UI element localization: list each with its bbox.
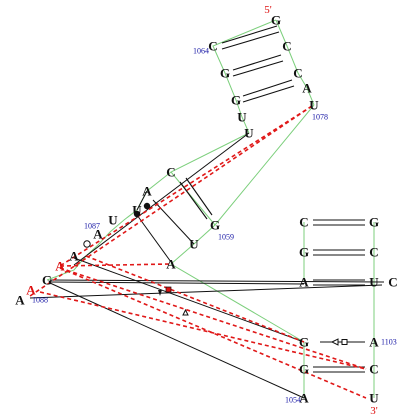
backbone-lines [46,19,375,398]
nucleotide-a: A [299,275,309,290]
interaction-symbols [83,202,348,346]
open-triangle-symbol [330,338,339,346]
residue-number: 1103 [381,338,397,347]
nucleotide-c: C [369,245,378,260]
residue-number: 1088 [32,296,48,305]
nucleotide-a: A [69,249,79,264]
nucleotide-c: C [208,39,217,54]
highlight-a-nucleotide: A [55,259,65,274]
nucleotide-a: A [299,391,309,406]
nucleotide-c: C [166,165,175,180]
nucleotide-g: G [220,66,230,81]
nucleotide-c: C [293,66,302,81]
nucleotide-u: U [132,203,142,218]
three-prime-label: 3' [370,405,378,417]
nucleotide-g: G [231,93,241,108]
nucleotides: G C C G C G G A U U U C A U U G U A A A … [15,13,397,406]
nucleotide-u: A [93,227,103,242]
nucleotide-u: U [237,110,247,125]
nucleotide-u: U [369,391,379,406]
nucleotide-c: C [282,39,291,54]
residue-numbers: 1064 1078 1087 1059 1088 1103 1054 [32,47,397,405]
filled-circle-symbol [133,210,141,218]
nucleotide-u: U [309,98,319,113]
residue-number: 1087 [84,222,100,231]
nucleotide-g: G [299,245,309,260]
nucleotide-a: A [302,81,312,96]
tertiary-dashed-lines [29,105,367,399]
highlight-a-nucleotide: A [26,283,36,298]
nucleotide-u: U [189,237,199,252]
open-triangle-symbol [182,308,189,316]
nucleotide-g: G [299,362,309,377]
nucleotide-g: G [271,13,281,28]
nucleotide-g: G [369,215,379,230]
open-circle-symbol [83,240,91,248]
nucleotide-u: U [244,126,254,141]
nucleotide-u: U [369,275,379,290]
nucleotide-c: C [388,275,397,290]
nucleotide-g: G [42,273,52,288]
residue-number: 1059 [218,233,234,242]
filled-circle-symbol [143,202,151,210]
open-square-symbol [341,339,348,345]
nucleotide-c: C [369,362,378,377]
highlighted-nucleotides: A A [26,259,65,298]
nucleotide-g: G [210,218,220,233]
base-pair-lines [179,25,365,373]
residue-number: 1054 [285,396,301,405]
filled-square-symbol [165,286,172,293]
five-prime-label: 5' [264,4,272,16]
nucleotide-a: A [142,184,152,199]
nucleotide-c: C [299,215,308,230]
residue-number: 1078 [312,113,328,122]
nucleotide-a: A [166,257,176,272]
nucleotide-a: A [15,293,25,308]
tertiary-solid-lines [29,132,385,399]
nucleotide-a: A [369,335,379,350]
residue-number: 1064 [193,47,209,56]
nucleotide-g: G [299,335,309,350]
nucleotide-u: U [108,213,118,228]
filled-arrow-symbol [158,290,162,296]
